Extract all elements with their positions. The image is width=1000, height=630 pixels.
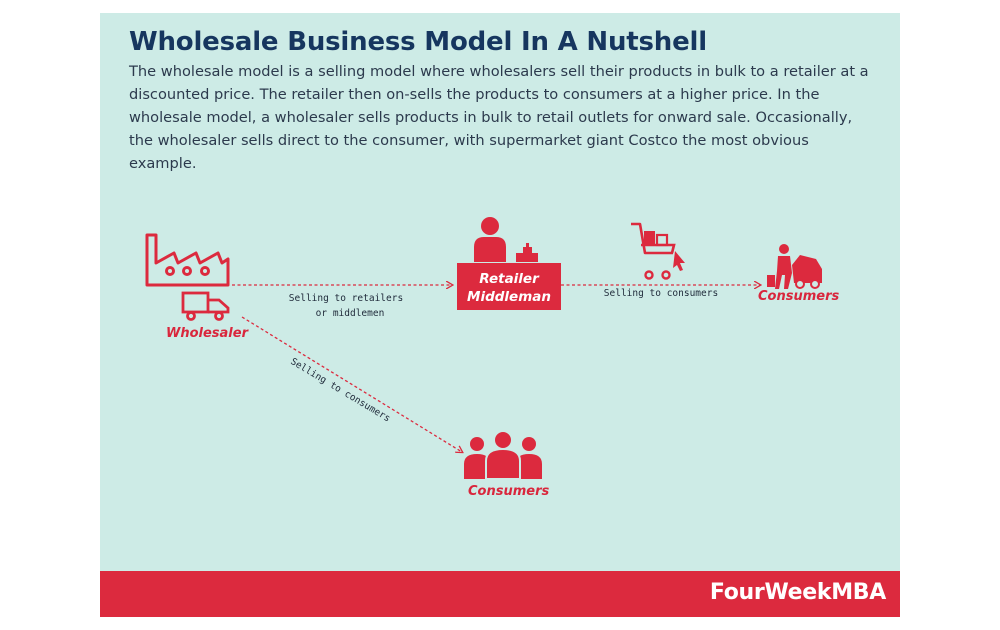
footer-bar: FourWeekMBA [100,571,900,617]
business-model-diagram: Selling to retailers or middlemen Sellin… [145,217,839,499]
edge-label-retailers-line2: or middlemen [316,308,385,319]
edge-label-retailers-line1: Selling to retailers [289,293,403,304]
description: The wholesale model is a selling model w… [129,63,869,172]
edge-wholesaler-to-consumers [241,316,462,452]
shopkeeper-icon [474,217,538,262]
page-title: Wholesale Business Model In A Nutshell [129,27,707,57]
factory-icon [145,233,230,287]
consumers-bottom-label: Consumers [468,484,549,499]
car-trunk-shopping-icon [767,244,822,289]
edge-label-direct-consumers: Selling to consumers [288,356,392,424]
retailer-label: Retailer [479,271,540,287]
truck-icon [181,291,230,321]
middleman-label: Middleman [467,289,551,305]
brand-logo: FourWeekMBA [709,580,886,605]
edge-label-retail-consumers: Selling to consumers [604,288,718,299]
wholesaler-label: Wholesaler [166,326,250,341]
retailer-box [457,263,561,310]
people-group-icon [464,430,542,480]
consumers-right-label: Consumers [758,289,839,304]
shopping-cart-icon [631,222,685,280]
infographic-card: Wholesale Business Model In A Nutshell T… [100,13,900,617]
